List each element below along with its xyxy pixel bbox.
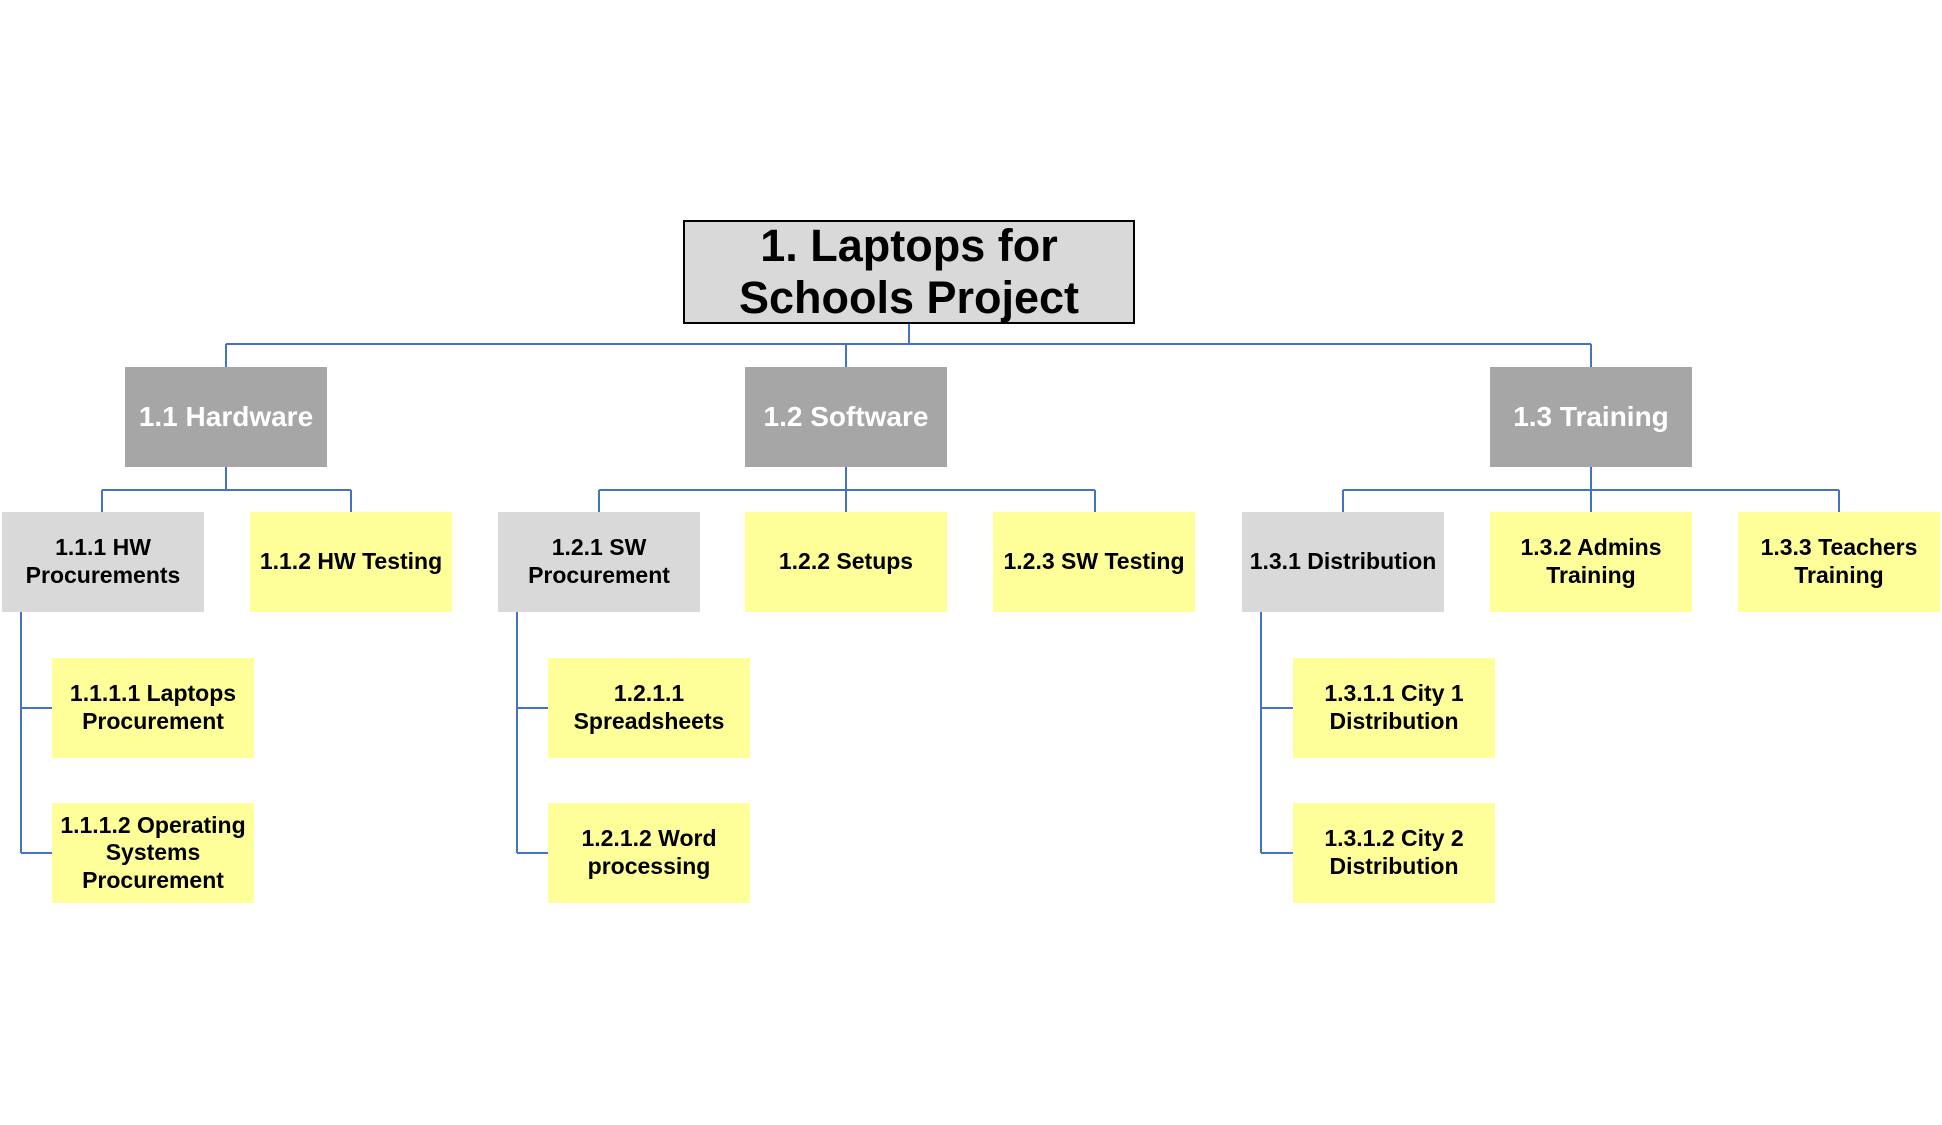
root-label: 1. Laptops for Schools Project xyxy=(738,220,1080,323)
admins-training-node: 1.3.2 Admins Training xyxy=(1490,512,1692,612)
software-label: 1.2 Software xyxy=(763,401,929,433)
training-node: 1.3 Training xyxy=(1490,367,1692,467)
setups-node: 1.2.2 Setups xyxy=(745,512,947,612)
city1-distribution-label: 1.3.1.1 City 1 Distribution xyxy=(1324,680,1464,734)
laptops-procurement-node: 1.1.1.1 Laptops Procurement xyxy=(52,658,254,758)
root-node: 1. Laptops for Schools Project xyxy=(683,220,1135,324)
teachers-training-label: 1.3.3 Teachers Training xyxy=(1760,534,1918,588)
hw-procurements-node: 1.1.1 HW Procurements xyxy=(2,512,204,612)
training-label: 1.3 Training xyxy=(1513,401,1669,433)
os-procurement-label: 1.1.1.2 Operating Systems Procurement xyxy=(60,811,246,893)
spreadsheets-label: 1.2.1.1 Spreadsheets xyxy=(573,680,725,734)
city2-distribution-label: 1.3.1.2 City 2 Distribution xyxy=(1324,825,1464,879)
sw-testing-node: 1.2.3 SW Testing xyxy=(993,512,1195,612)
city2-distribution-node: 1.3.1.2 City 2 Distribution xyxy=(1293,803,1495,903)
sw-procurement-node: 1.2.1 SW Procurement xyxy=(498,512,700,612)
spreadsheets-node: 1.2.1.1 Spreadsheets xyxy=(548,658,750,758)
word-processing-label: 1.2.1.2 Word processing xyxy=(581,825,717,879)
hardware-node: 1.1 Hardware xyxy=(125,367,327,467)
admins-training-label: 1.3.2 Admins Training xyxy=(1520,534,1662,588)
hw-procurements-label: 1.1.1 HW Procurements xyxy=(25,534,181,588)
word-processing-node: 1.2.1.2 Word processing xyxy=(548,803,750,903)
city1-distribution-node: 1.3.1.1 City 1 Distribution xyxy=(1293,658,1495,758)
setups-label: 1.2.2 Setups xyxy=(778,548,914,575)
software-node: 1.2 Software xyxy=(745,367,947,467)
os-procurement-node: 1.1.1.2 Operating Systems Procurement xyxy=(52,803,254,903)
laptops-procurement-label: 1.1.1.1 Laptops Procurement xyxy=(69,680,237,734)
hardware-label: 1.1 Hardware xyxy=(138,401,314,433)
sw-testing-label: 1.2.3 SW Testing xyxy=(1003,548,1185,575)
distribution-label: 1.3.1 Distribution xyxy=(1249,548,1437,575)
teachers-training-node: 1.3.3 Teachers Training xyxy=(1738,512,1940,612)
hw-testing-node: 1.1.2 HW Testing xyxy=(250,512,452,612)
distribution-node: 1.3.1 Distribution xyxy=(1242,512,1444,612)
hw-testing-label: 1.1.2 HW Testing xyxy=(259,548,443,575)
sw-procurement-label: 1.2.1 SW Procurement xyxy=(528,534,670,588)
